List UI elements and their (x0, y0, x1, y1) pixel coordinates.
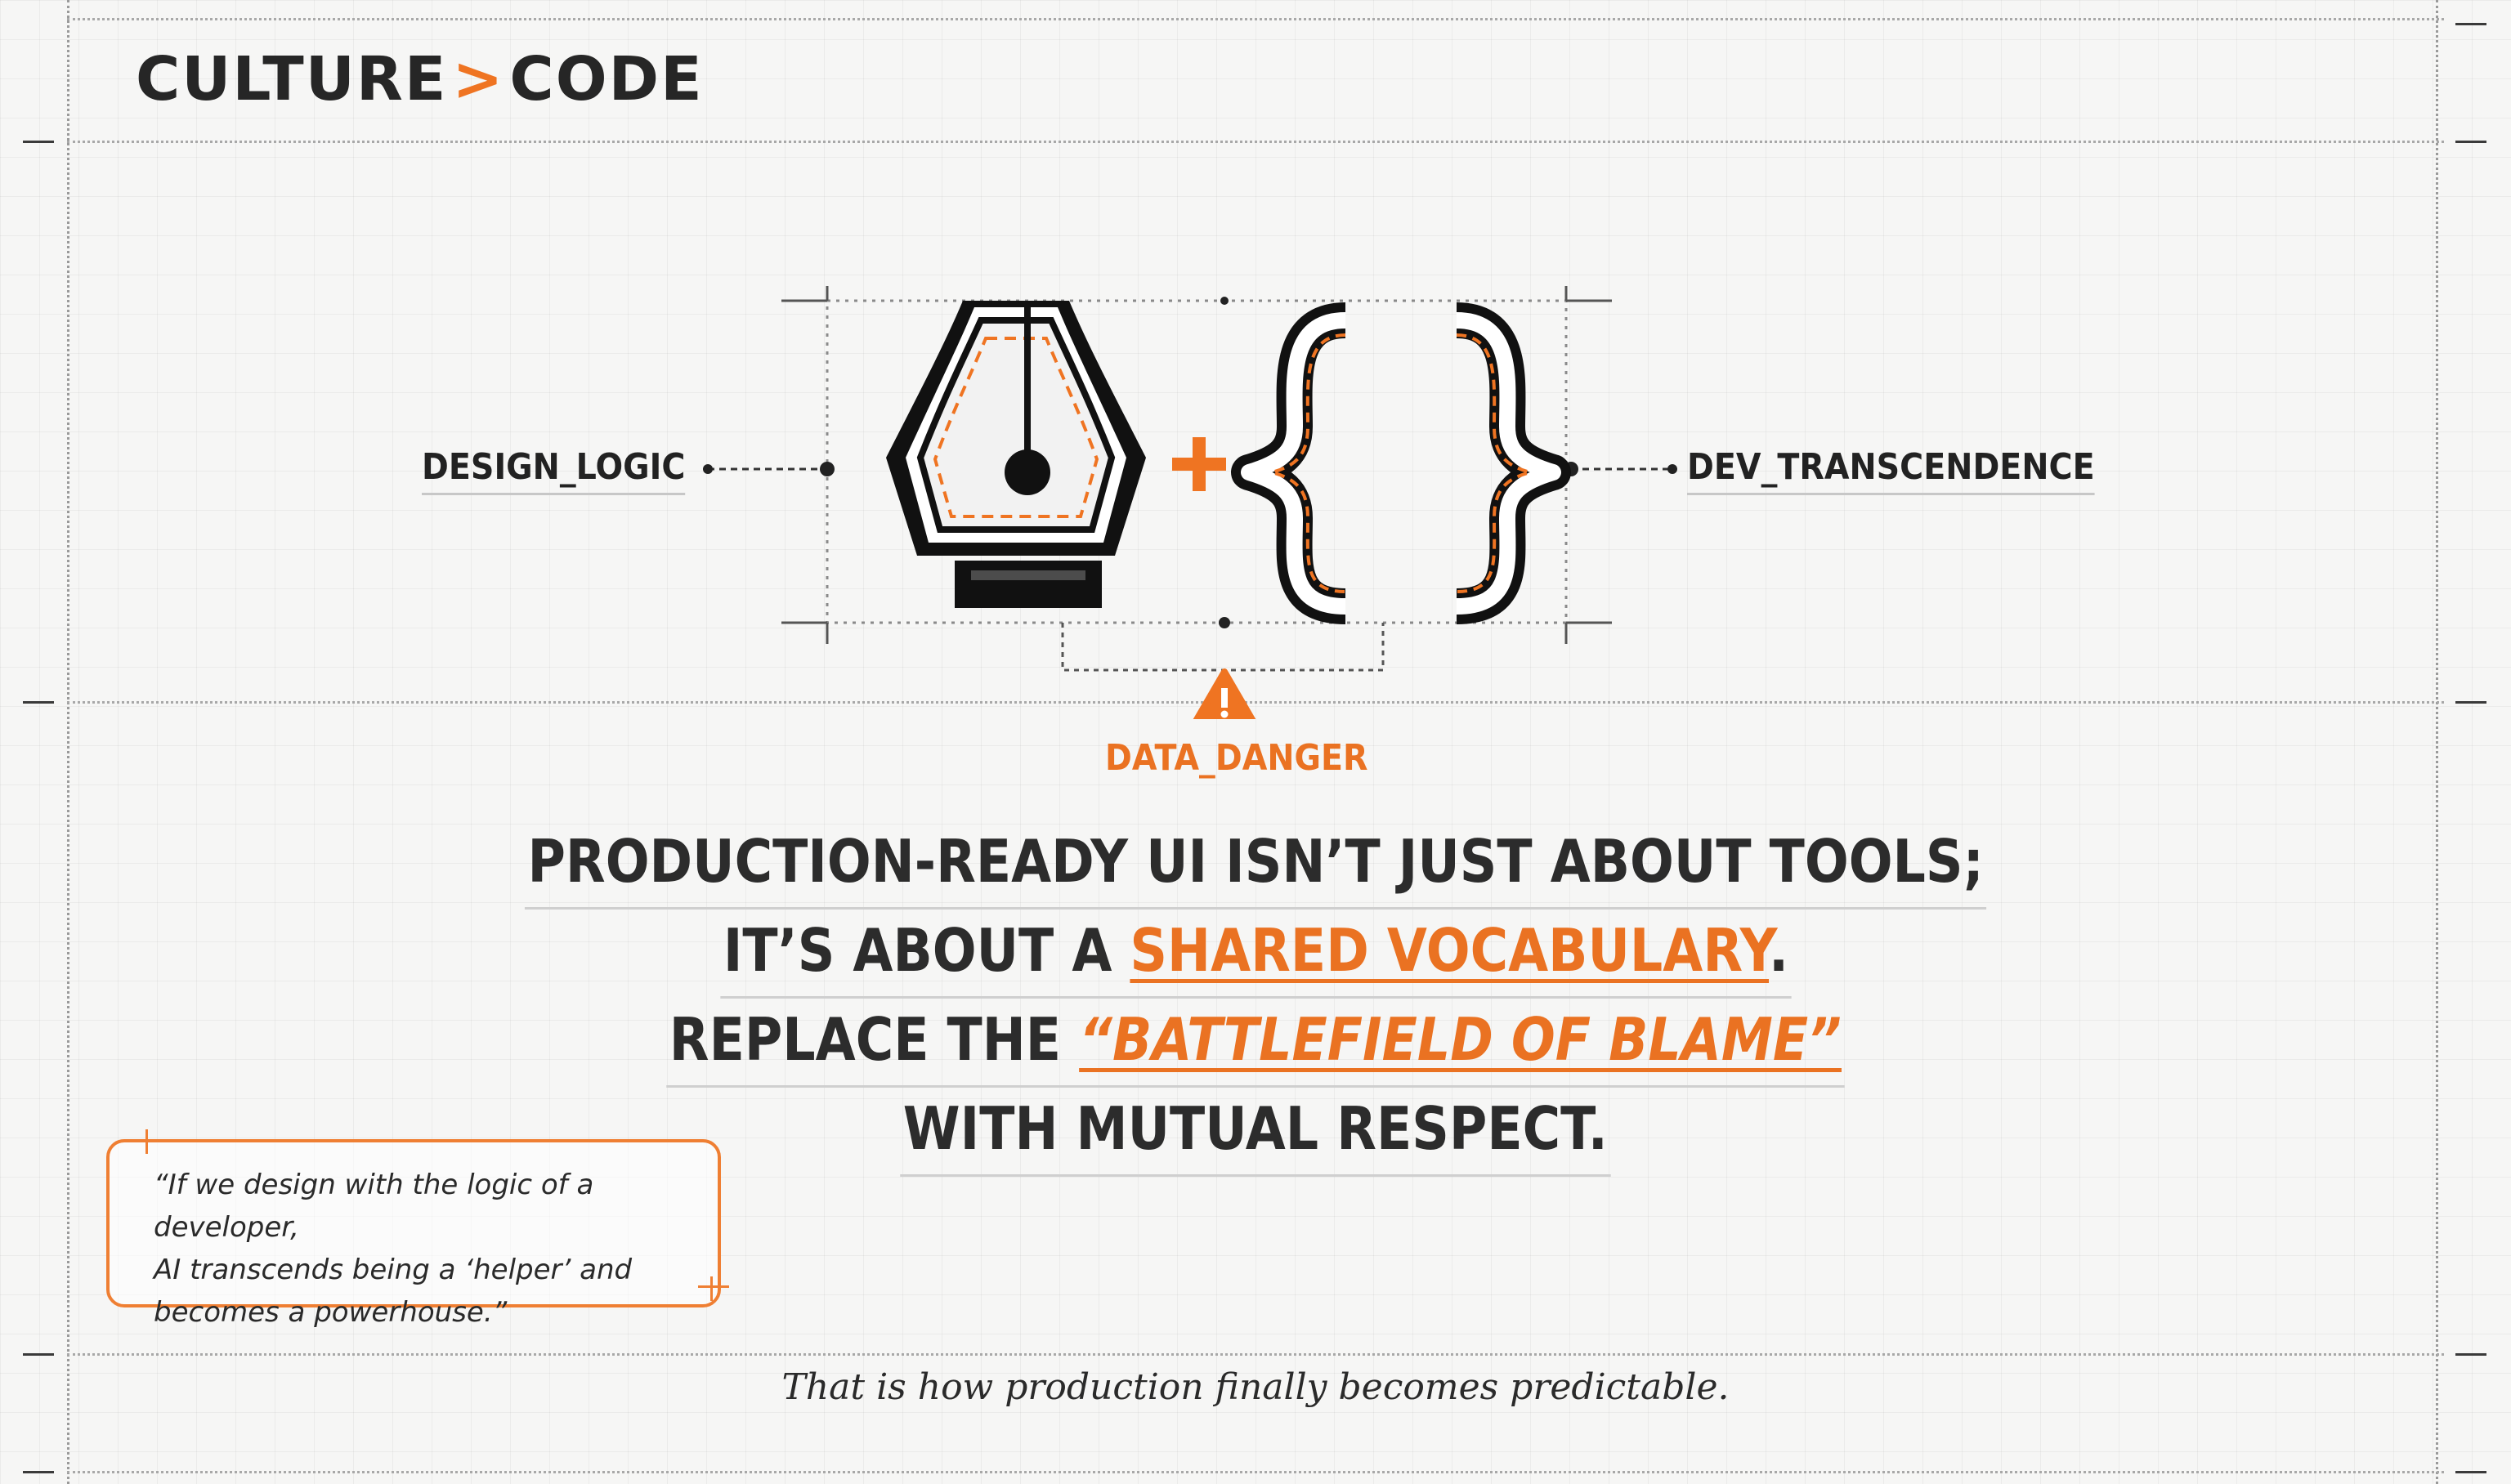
curly-braces-icon (1231, 302, 1571, 624)
headline-line-2: IT’S ABOUT A SHARED VOCABULARY. (719, 910, 1792, 999)
ruler-tick (23, 1353, 54, 1356)
footer-tagline: That is how production finally becomes p… (781, 1366, 1730, 1408)
frame-top-line (67, 18, 2444, 20)
quote-line-1: “If we design with the logic of a develo… (154, 1169, 594, 1244)
warning-icon (1193, 668, 1256, 719)
brand-separator: > (452, 44, 505, 114)
ruler-tick (2455, 1353, 2486, 1356)
corner-mark (145, 1129, 148, 1154)
brand-code: CODE (509, 44, 704, 114)
headline-line-2-prefix: IT’S ABOUT A (723, 916, 1130, 985)
headline-line-2-suffix: . (1768, 916, 1788, 985)
frame-middle-line (67, 701, 2444, 704)
brand-culture: CULTURE (136, 44, 448, 114)
frame-bottom-line (67, 1471, 2444, 1473)
corner-mark (710, 1276, 713, 1301)
ruler-tick (23, 1471, 54, 1473)
frame-left-line (67, 0, 69, 1484)
corner-mark (137, 1139, 157, 1142)
ruler-tick (2455, 141, 2486, 143)
ruler-tick (2455, 701, 2486, 704)
headline-line-3-prefix: REPLACE THE (669, 1005, 1080, 1074)
frame-right-line (2436, 0, 2438, 1484)
ruler-tick (23, 141, 54, 143)
quote-line-3: becomes a powerhouse.” (154, 1296, 508, 1329)
headline-line-1: PRODUCTION-READY UI ISN’T JUST ABOUT TOO… (524, 820, 1987, 910)
ruler-tick (23, 701, 54, 704)
headline: PRODUCTION-READY UI ISN’T JUST ABOUT TOO… (0, 820, 2511, 1177)
ruler-tick (2455, 1471, 2486, 1473)
quote-line-2: AI transcends being a ‘helper’ and (154, 1254, 633, 1286)
plus-icon (1172, 437, 1226, 491)
headline-line-4: WITH MUTUAL RESPECT. (900, 1088, 1611, 1177)
frame-header-line (67, 141, 2444, 143)
left-connector (703, 462, 835, 476)
brand-logo: CULTURE>CODE (136, 44, 704, 114)
data-danger-label: DATA_DANGER (1105, 737, 1368, 779)
battlefield-of-blame-highlight: “BATTLEFIELD OF BLAME” (1079, 1005, 1842, 1074)
shared-vocabulary-highlight: SHARED VOCABULARY (1129, 916, 1769, 985)
quote-text: “If we design with the logic of a develo… (154, 1164, 709, 1334)
headline-line-3: REPLACE THE “BATTLEFIELD OF BLAME” (666, 999, 1845, 1088)
pen-nib-icon (886, 301, 1146, 608)
dev-transcendence-label: DEV_TRANSCENDENCE (1687, 446, 2095, 495)
design-logic-label: DESIGN_LOGIC (422, 446, 686, 495)
ruler-tick (2455, 23, 2486, 25)
frame-footer-line (67, 1353, 2444, 1356)
right-connector (1564, 462, 1677, 476)
corner-mark (698, 1285, 729, 1288)
quote-card: “If we design with the logic of a develo… (106, 1129, 729, 1329)
diagram (703, 286, 1677, 719)
